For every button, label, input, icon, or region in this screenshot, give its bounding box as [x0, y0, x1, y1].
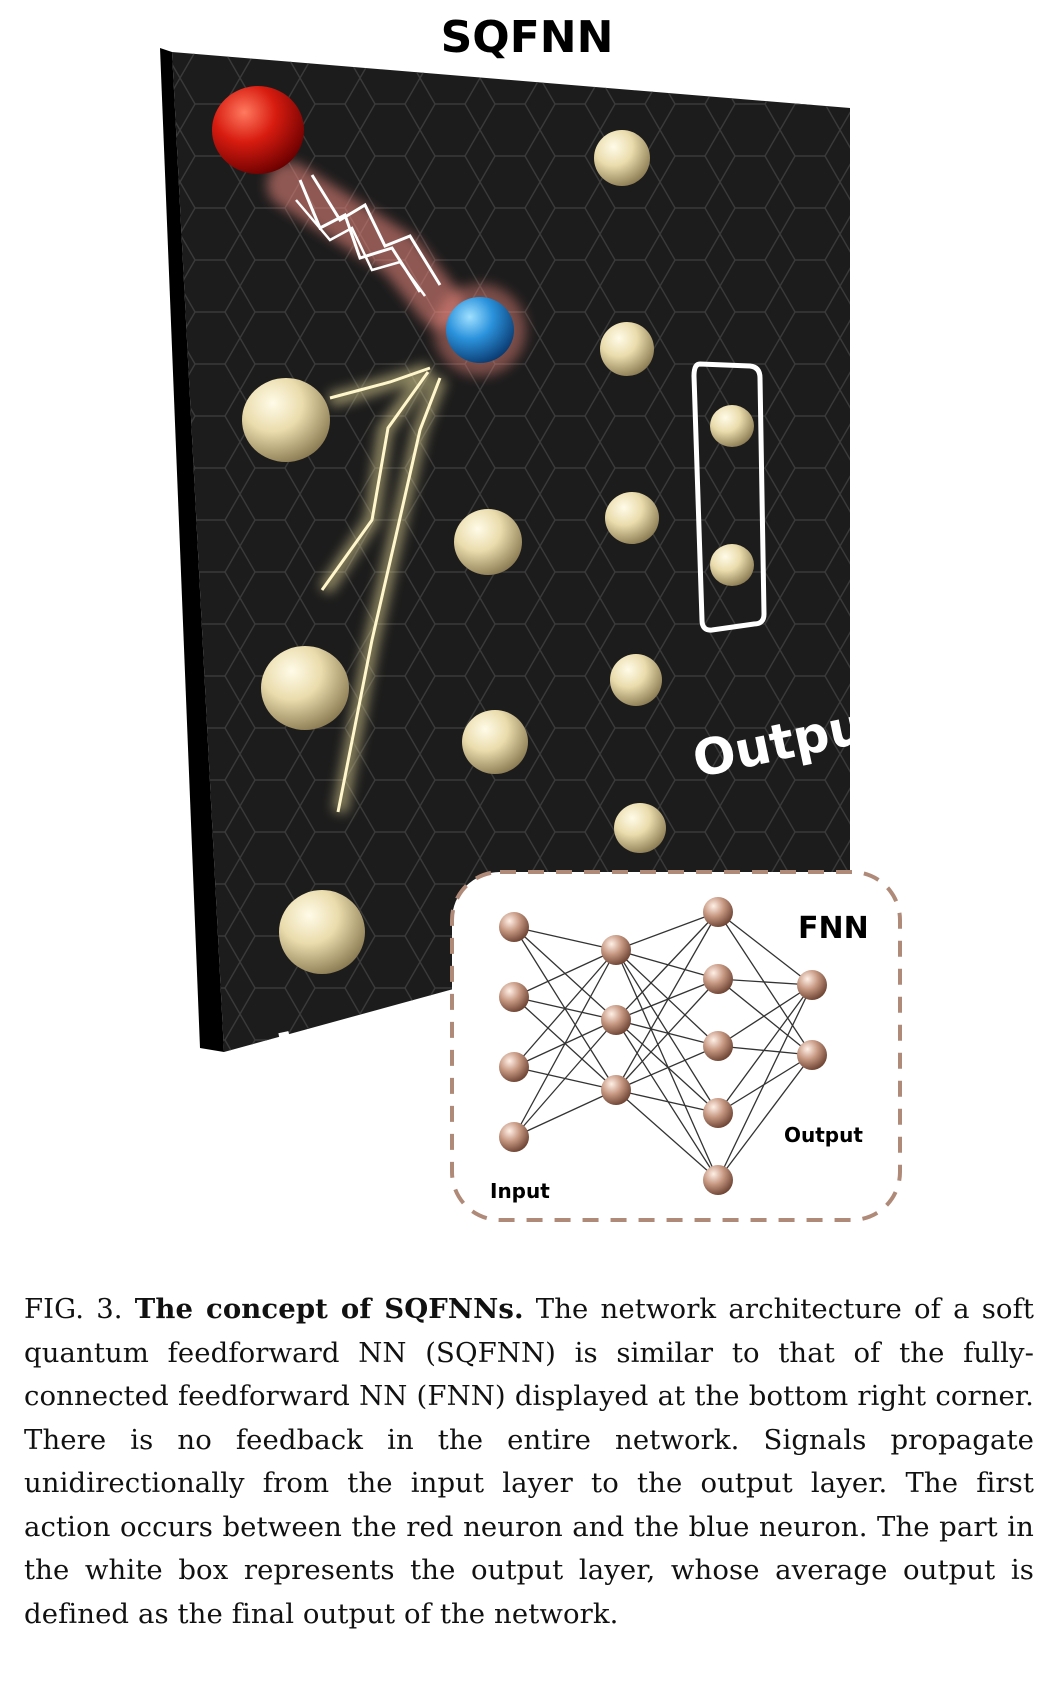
- fnn-node: [703, 1031, 733, 1061]
- signal-paths: [319, 363, 447, 814]
- fnn-edge: [615, 911, 719, 951]
- fnn-node: [797, 1040, 827, 1070]
- hidden-neuron: [594, 130, 650, 186]
- fnn-edge: [717, 984, 813, 1181]
- fnn-edge: [717, 1054, 813, 1181]
- fnn-edge: [717, 984, 813, 1047]
- output-neuron: [710, 405, 754, 447]
- fnn-edge: [717, 984, 813, 1114]
- fnn-edge: [615, 1089, 719, 1181]
- fnn-edge: [615, 949, 719, 1047]
- output-layer-box: [691, 361, 767, 633]
- fnn-edge: [513, 1019, 617, 1138]
- caption-heading: The concept of SQFNNs.: [134, 1293, 524, 1325]
- input-neuron: [279, 890, 365, 974]
- fnn-edge: [615, 911, 719, 1021]
- fnn-edge: [717, 1054, 813, 1114]
- caption-label: FIG. 3.: [24, 1293, 123, 1325]
- fnn-node: [601, 1075, 631, 1105]
- fnn-edge: [615, 978, 719, 1091]
- fnn-edge: [717, 1045, 813, 1056]
- fnn-edge: [717, 911, 813, 1056]
- fnn-node: [601, 1005, 631, 1035]
- fnn-edges: [513, 911, 813, 1181]
- input-neuron: [261, 646, 349, 730]
- fnn-edge: [615, 978, 719, 1021]
- fnn-edge: [513, 949, 617, 998]
- fnn-inset: FNN Output Input: [450, 870, 902, 1222]
- output-neuron: [710, 544, 754, 586]
- sqfnn-illustration: Output Input FNN Output Input: [160, 48, 902, 1222]
- red-blue-connection: [267, 162, 463, 328]
- fnn-node: [499, 982, 529, 1012]
- fnn-edge: [615, 911, 719, 1091]
- red-neuron: [212, 86, 304, 174]
- hidden-neuron: [462, 710, 528, 774]
- fnn-inset-input-label: Input: [490, 1179, 550, 1203]
- fnn-edge: [615, 949, 719, 1114]
- figure-title: SQFNN: [440, 12, 614, 63]
- hidden-neuron: [605, 492, 659, 544]
- fnn-inset-output-label: Output: [784, 1123, 863, 1147]
- fnn-edge: [717, 978, 813, 986]
- hidden-neuron: [610, 654, 662, 706]
- fnn-nodes: [499, 897, 827, 1195]
- hidden-neuron: [600, 322, 654, 376]
- fnn-node: [703, 1098, 733, 1128]
- fnn-node: [499, 1052, 529, 1082]
- caption-text: The network architecture of a soft quant…: [24, 1293, 1035, 1630]
- fnn-node: [703, 897, 733, 927]
- fnn-edge: [615, 949, 719, 1181]
- fnn-edge: [513, 1089, 617, 1138]
- input-neuron: [242, 378, 330, 462]
- fnn-edge: [513, 949, 617, 1138]
- fnn-node: [499, 912, 529, 942]
- fnn-edge: [717, 978, 813, 1056]
- fnn-node: [499, 1122, 529, 1152]
- blue-neuron: [446, 297, 514, 363]
- fnn-edge: [513, 949, 617, 1068]
- fnn-edge: [615, 949, 719, 980]
- fnn-node: [703, 1165, 733, 1195]
- neurons: [212, 86, 754, 974]
- fnn-edge: [615, 1089, 719, 1114]
- fnn-edge: [615, 1045, 719, 1091]
- fnn-node: [797, 970, 827, 1000]
- fnn-edge: [717, 911, 813, 986]
- fnn-edge: [513, 926, 617, 951]
- fnn-edge: [615, 1019, 719, 1114]
- fnn-inset-title: FNN: [798, 911, 869, 946]
- fnn-node: [601, 935, 631, 965]
- hidden-neuron: [454, 509, 522, 575]
- fnn-edge: [615, 1019, 719, 1047]
- fnn-node: [703, 964, 733, 994]
- figure-caption: FIG. 3. The concept of SQFNNs. The netwo…: [24, 1288, 1034, 1636]
- fnn-edge: [615, 1019, 719, 1181]
- hidden-neuron: [614, 803, 666, 853]
